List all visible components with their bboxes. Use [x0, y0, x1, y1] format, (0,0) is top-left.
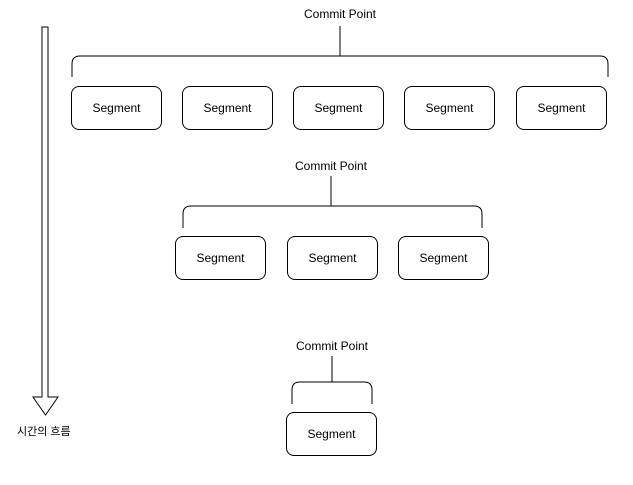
segment-box: Segment — [287, 236, 378, 280]
segment-box: Segment — [398, 236, 489, 280]
commit-point-brace — [182, 205, 483, 228]
segment-box: Segment — [175, 236, 266, 280]
time-flow-label: 시간의 흐름 — [17, 426, 71, 438]
commit-point-brace — [291, 381, 373, 404]
segment-box: Segment — [404, 86, 495, 130]
segment-box: Segment — [516, 86, 607, 130]
segment-box: Segment — [182, 86, 273, 130]
segment-box: Segment — [286, 412, 377, 456]
commit-point-label-2: Commit Point — [294, 159, 368, 173]
segment-box: Segment — [71, 86, 162, 130]
commit-point-label-3: Commit Point — [295, 339, 369, 353]
commit-point-brace — [71, 55, 609, 77]
segment-box: Segment — [293, 86, 384, 130]
time-flow-arrow-icon — [32, 26, 59, 416]
commit-point-label-1: Commit Point — [303, 7, 377, 21]
